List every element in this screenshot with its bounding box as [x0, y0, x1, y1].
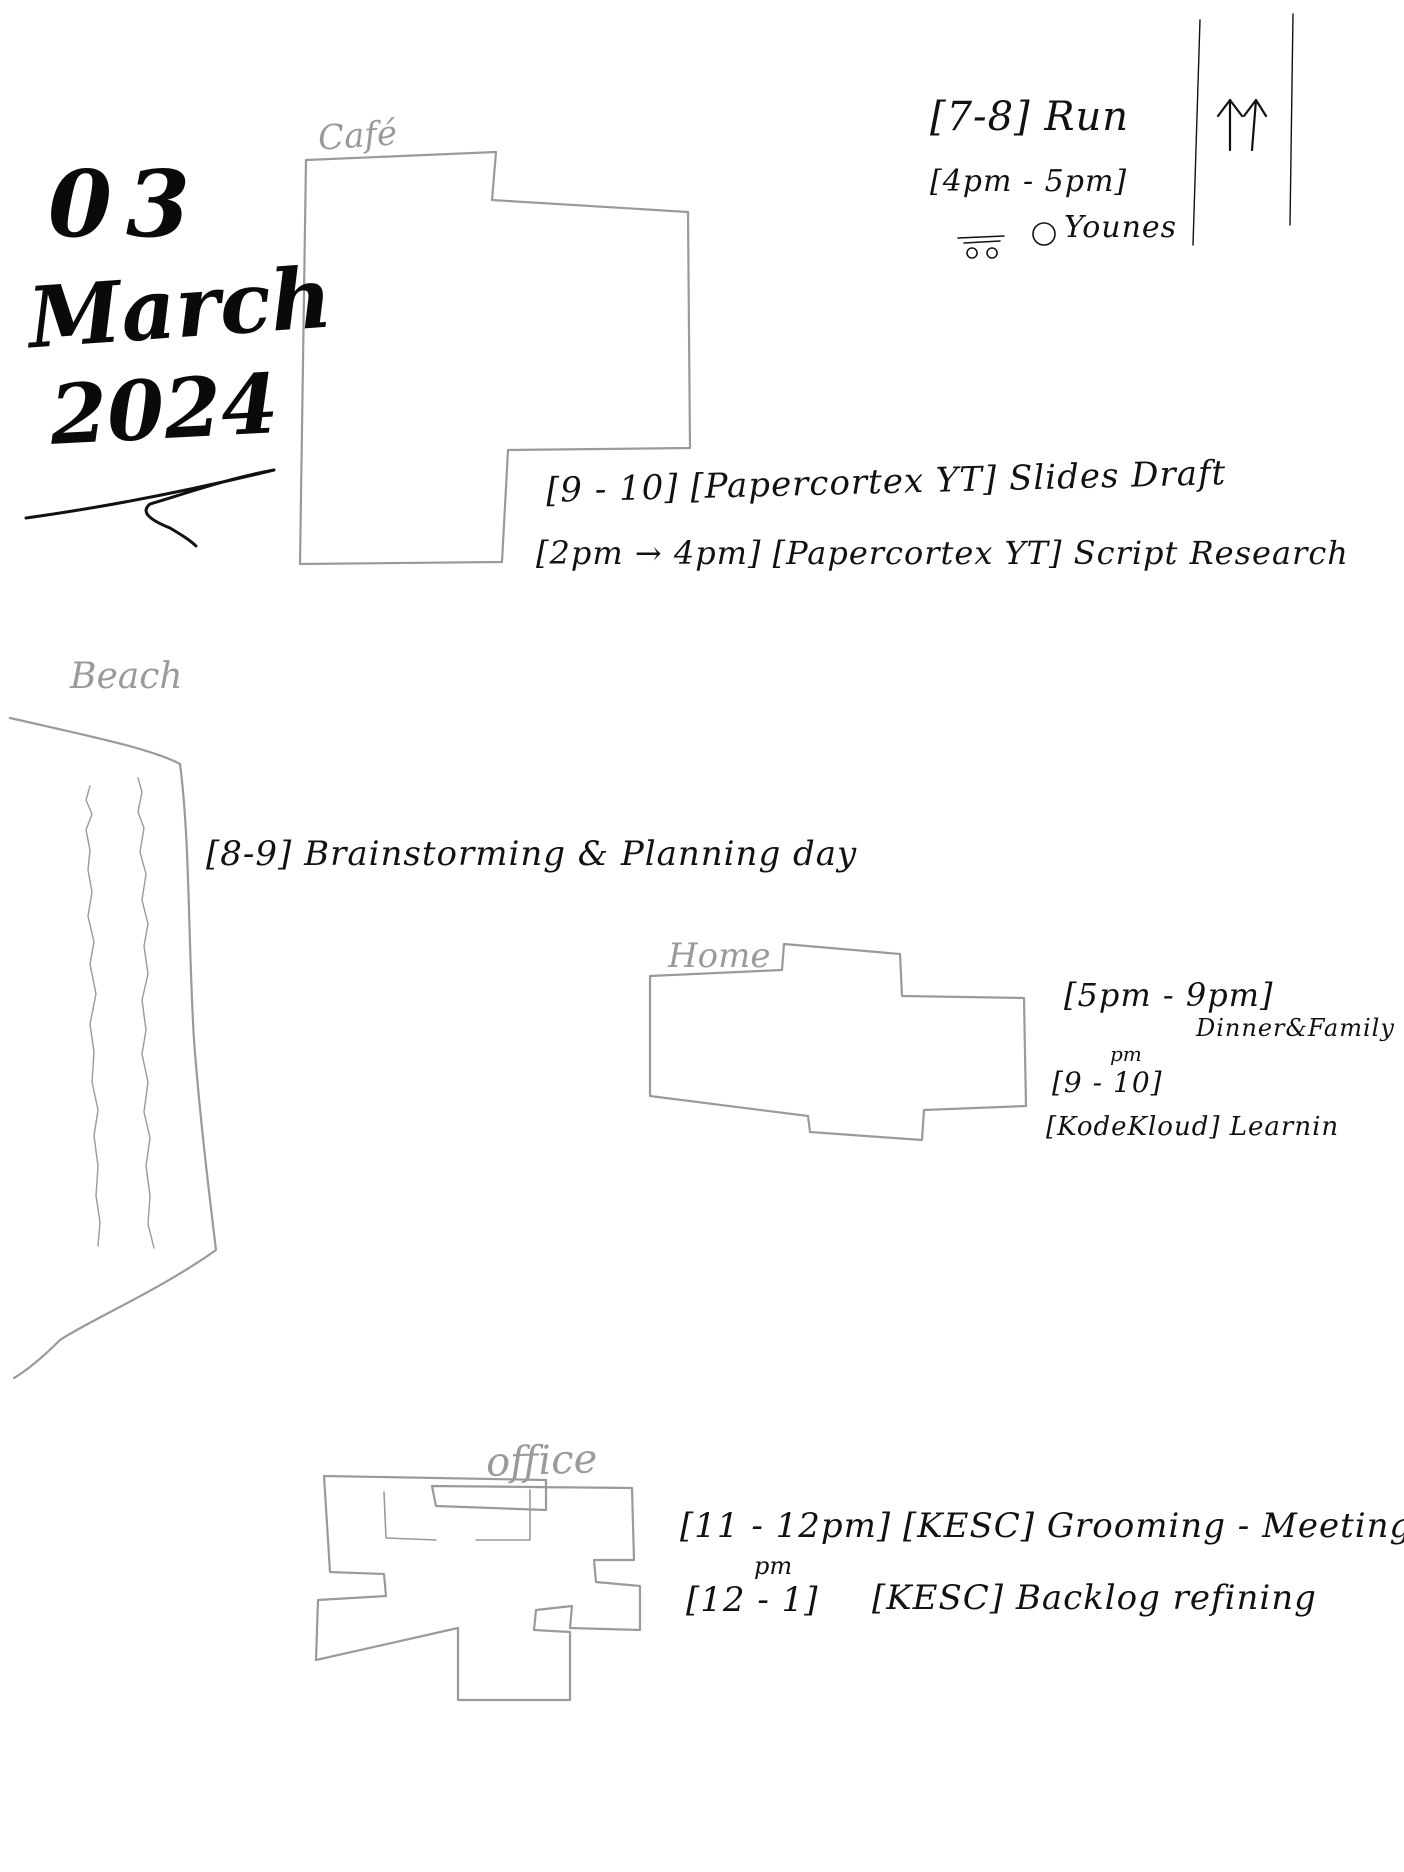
kesc-backlog-time: [12 - 1] — [686, 1580, 819, 1620]
kesc-backlog-entry: [KESC] Backlog refining — [872, 1578, 1317, 1618]
beach-shoreline — [8, 716, 218, 1380]
margin-line-left — [1192, 19, 1201, 246]
cafe-label: Café — [316, 113, 399, 159]
beach-wave-line-1 — [85, 785, 101, 1247]
kesc-grooming-entry: [11 - 12pm] [KESC] Grooming - Meeting — [680, 1506, 1404, 1546]
up-arrow-icon-2 — [1242, 98, 1268, 152]
cafe-building-shape — [298, 150, 692, 566]
dinner-label-entry: Dinner&Family — [1196, 1014, 1395, 1042]
skateboard-icon — [957, 235, 1005, 259]
brainstorm-entry: [8-9] Brainstorming & Planning day — [206, 834, 858, 874]
run-entry: [7-8] Run — [930, 94, 1129, 140]
home-building-shape — [648, 942, 1028, 1142]
date-month: March — [24, 247, 335, 368]
date-underline-stroke — [24, 468, 276, 548]
beach-wave-line-2 — [137, 777, 155, 1249]
kode-label-entry: [KodeKloud] Learnin — [1046, 1112, 1340, 1142]
young-time-entry: [4pm - 5pm] — [930, 164, 1128, 199]
home-label: Home — [668, 936, 771, 976]
date-day: 03 — [48, 150, 205, 258]
young-name-entry: Younes — [1064, 210, 1178, 245]
kode-pm-superscript: pm — [1110, 1042, 1142, 1066]
beach-label: Beach — [70, 656, 183, 697]
clock-icon — [1032, 222, 1056, 246]
dinner-time-entry: [5pm - 9pm] — [1064, 976, 1274, 1014]
office-inner-wall — [383, 1489, 531, 1541]
office-building-shape — [314, 1474, 642, 1702]
margin-line-right — [1289, 13, 1294, 226]
up-arrow-icon — [1216, 98, 1244, 152]
kesc2-pm-superscript: pm — [754, 1552, 793, 1580]
office-label: office — [485, 1436, 599, 1486]
script-entry: [2pm → 4pm] [Papercortex YT] Script Rese… — [536, 534, 1349, 572]
kode-time-entry: [9 - 10] — [1052, 1066, 1163, 1099]
date-year: 2024 — [47, 356, 281, 464]
